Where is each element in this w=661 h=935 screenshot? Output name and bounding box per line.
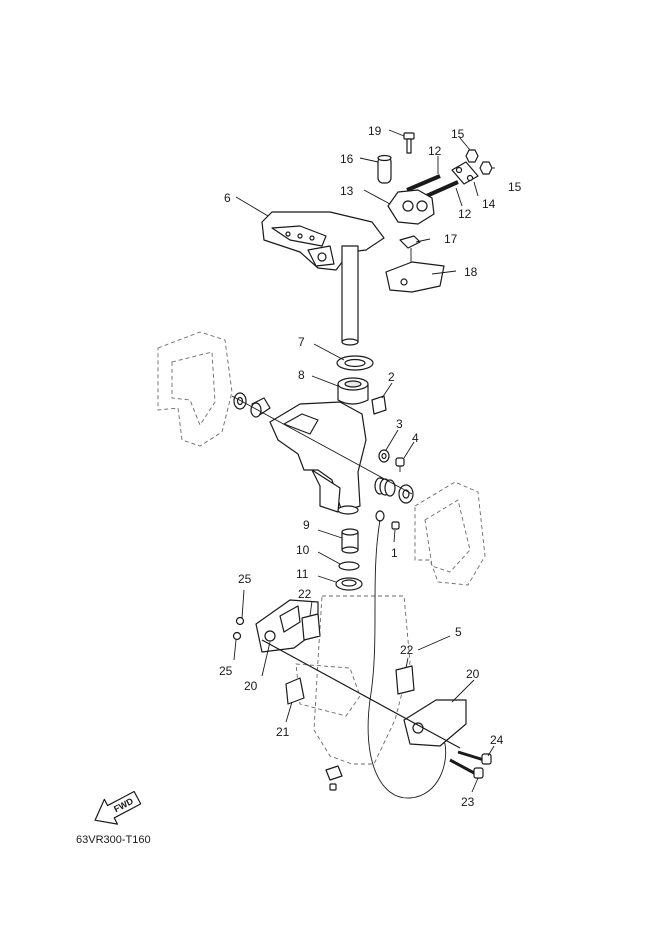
leader-lines (233, 129, 495, 793)
callout-5: 5 (455, 625, 462, 639)
swivel-bracket (269, 401, 367, 515)
callout-10: 10 (296, 543, 310, 557)
pivot-bushing-left (250, 397, 271, 418)
part-7-washer (336, 355, 374, 371)
callout-20-left: 20 (244, 679, 258, 693)
part-24-bolt (457, 750, 492, 765)
callouts: 19 16 12 15 15 12 14 13 6 17 18 7 8 2 3 … (219, 124, 522, 809)
part-6-steering-arm (261, 211, 385, 271)
ghost-right-bracket (414, 481, 486, 586)
callout-6: 6 (224, 191, 231, 205)
callout-25-top: 25 (238, 572, 252, 586)
part-14-plate (451, 161, 479, 185)
callout-15-right: 15 (508, 180, 522, 194)
callout-16: 16 (340, 152, 354, 166)
part-8-bushing (337, 377, 369, 405)
callout-12-bottom: 12 (458, 207, 472, 221)
steering-shaft (341, 245, 359, 346)
part-3-collar (378, 449, 390, 463)
part-17-clip (399, 235, 421, 268)
diagram-code: 63VR300-T160 (76, 834, 151, 846)
part-18-plate (385, 261, 445, 293)
callout-22-left: 22 (298, 587, 312, 601)
callout-19: 19 (368, 124, 382, 138)
callout-2: 2 (388, 370, 395, 384)
part-13-bracket (387, 189, 435, 225)
callout-7: 7 (298, 335, 305, 349)
callout-4: 4 (412, 431, 419, 445)
part-21-cushion (285, 677, 305, 705)
pivot-washer-right (398, 484, 414, 504)
part-15-nuts (465, 149, 493, 175)
callout-11: 11 (296, 567, 309, 581)
part-4-screw (395, 457, 405, 472)
callout-9: 9 (303, 518, 310, 532)
part-25-screws (232, 616, 245, 641)
callout-22-right: 22 (400, 643, 414, 657)
callout-15-top: 15 (451, 127, 465, 141)
pivot-spring (374, 477, 396, 497)
callout-8: 8 (298, 368, 305, 382)
part-22-cushion-left (301, 613, 321, 641)
part-20-mount-left (255, 599, 319, 653)
callout-18: 18 (464, 265, 478, 279)
part-2-tab (371, 395, 387, 415)
callout-13: 13 (340, 184, 354, 198)
part-22-cushion-right (395, 665, 415, 695)
callout-25-bottom: 25 (219, 664, 233, 678)
callout-3: 3 (396, 417, 403, 431)
callout-12-top: 12 (428, 144, 442, 158)
ghost-left-bracket (157, 331, 233, 447)
pivot-washer-left (233, 392, 247, 410)
part-5-ground-wire (367, 519, 447, 799)
callout-24: 24 (490, 733, 504, 747)
callout-17: 17 (444, 232, 458, 246)
callout-23: 23 (461, 795, 475, 809)
part-9-bushing (341, 528, 359, 554)
part-16-pin (377, 154, 392, 184)
part-11-seal (335, 577, 363, 591)
callout-21: 21 (276, 725, 290, 739)
callout-20-right: 20 (466, 667, 480, 681)
part-23-bolt (449, 758, 484, 779)
fwd-arrow-icon: FWD (94, 790, 142, 825)
lower-fitting (325, 765, 343, 791)
part-10-o-ring (338, 561, 360, 571)
part-19-bolt (403, 132, 415, 154)
part-1-clip (375, 510, 400, 530)
callout-1: 1 (391, 546, 398, 560)
callout-14: 14 (482, 197, 496, 211)
